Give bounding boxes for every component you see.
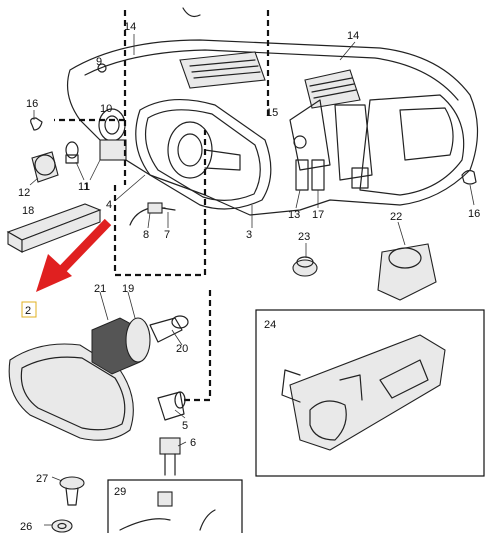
- highlight-box-2: [21, 301, 37, 318]
- cap-22: [377, 243, 437, 301]
- leader-lines: [29, 34, 475, 526]
- callout-16-right: 16: [468, 208, 480, 220]
- callout-1: 1: [84, 181, 90, 193]
- screw-27: [59, 476, 85, 506]
- red-arrow: [36, 218, 112, 292]
- callout-7: 7: [164, 229, 170, 241]
- connector-6: [159, 437, 181, 476]
- projector-module: [135, 98, 272, 210]
- callout-4: 4: [106, 199, 112, 211]
- callout-26: 26: [20, 521, 32, 533]
- ring-19: [125, 317, 151, 363]
- grommet-23: [292, 256, 318, 277]
- callout-10: 10: [100, 103, 112, 115]
- callout-16-left: 16: [26, 98, 38, 110]
- bulb-20: [149, 315, 189, 343]
- callout-9: 9: [96, 56, 102, 68]
- callout-21: 21: [94, 283, 106, 295]
- detail-box-24: [255, 309, 485, 477]
- side-bulb-8-7: [129, 202, 176, 226]
- callout-14-right: 14: [347, 30, 359, 42]
- callout-labels: 14 14 16 9 10 15 1 12 11 4 8 7 3 13 17 2…: [18, 21, 480, 533]
- callout-23: 23: [298, 231, 310, 243]
- washer-26: [51, 519, 73, 533]
- headlamp-housing: [67, 39, 479, 216]
- callout-17: 17: [312, 209, 324, 221]
- callout-5: 5: [182, 420, 188, 432]
- callout-3: 3: [246, 229, 252, 241]
- bulb-11: [65, 141, 79, 164]
- callout-19: 19: [122, 283, 134, 295]
- callout-8: 8: [143, 229, 149, 241]
- callout-2: 2: [25, 305, 31, 317]
- clip-16-right: [461, 169, 477, 185]
- level-motor: [98, 108, 127, 161]
- callout-14-top: 14: [124, 21, 136, 33]
- callout-22: 22: [390, 211, 402, 223]
- bulb-5: [157, 391, 186, 421]
- callout-20: 20: [176, 343, 188, 355]
- cover-strip-18: [6, 203, 102, 253]
- callout-11: 11: [78, 181, 89, 193]
- detail-box-29: [107, 479, 243, 533]
- assembly-dashed-lines: [54, 10, 270, 402]
- callout-24: 24: [264, 319, 276, 331]
- callout-29: 29: [114, 486, 126, 498]
- callout-6: 6: [190, 437, 196, 449]
- callout-13: 13: [288, 209, 300, 221]
- clip-16-left: [30, 117, 43, 131]
- callout-15: 15: [266, 107, 278, 119]
- connector-13-17: [293, 135, 369, 191]
- callout-27: 27: [36, 473, 48, 485]
- top-screws: [97, 7, 201, 73]
- socket-12: [31, 151, 59, 183]
- callout-12: 12: [18, 187, 30, 199]
- callout-18: 18: [22, 205, 34, 217]
